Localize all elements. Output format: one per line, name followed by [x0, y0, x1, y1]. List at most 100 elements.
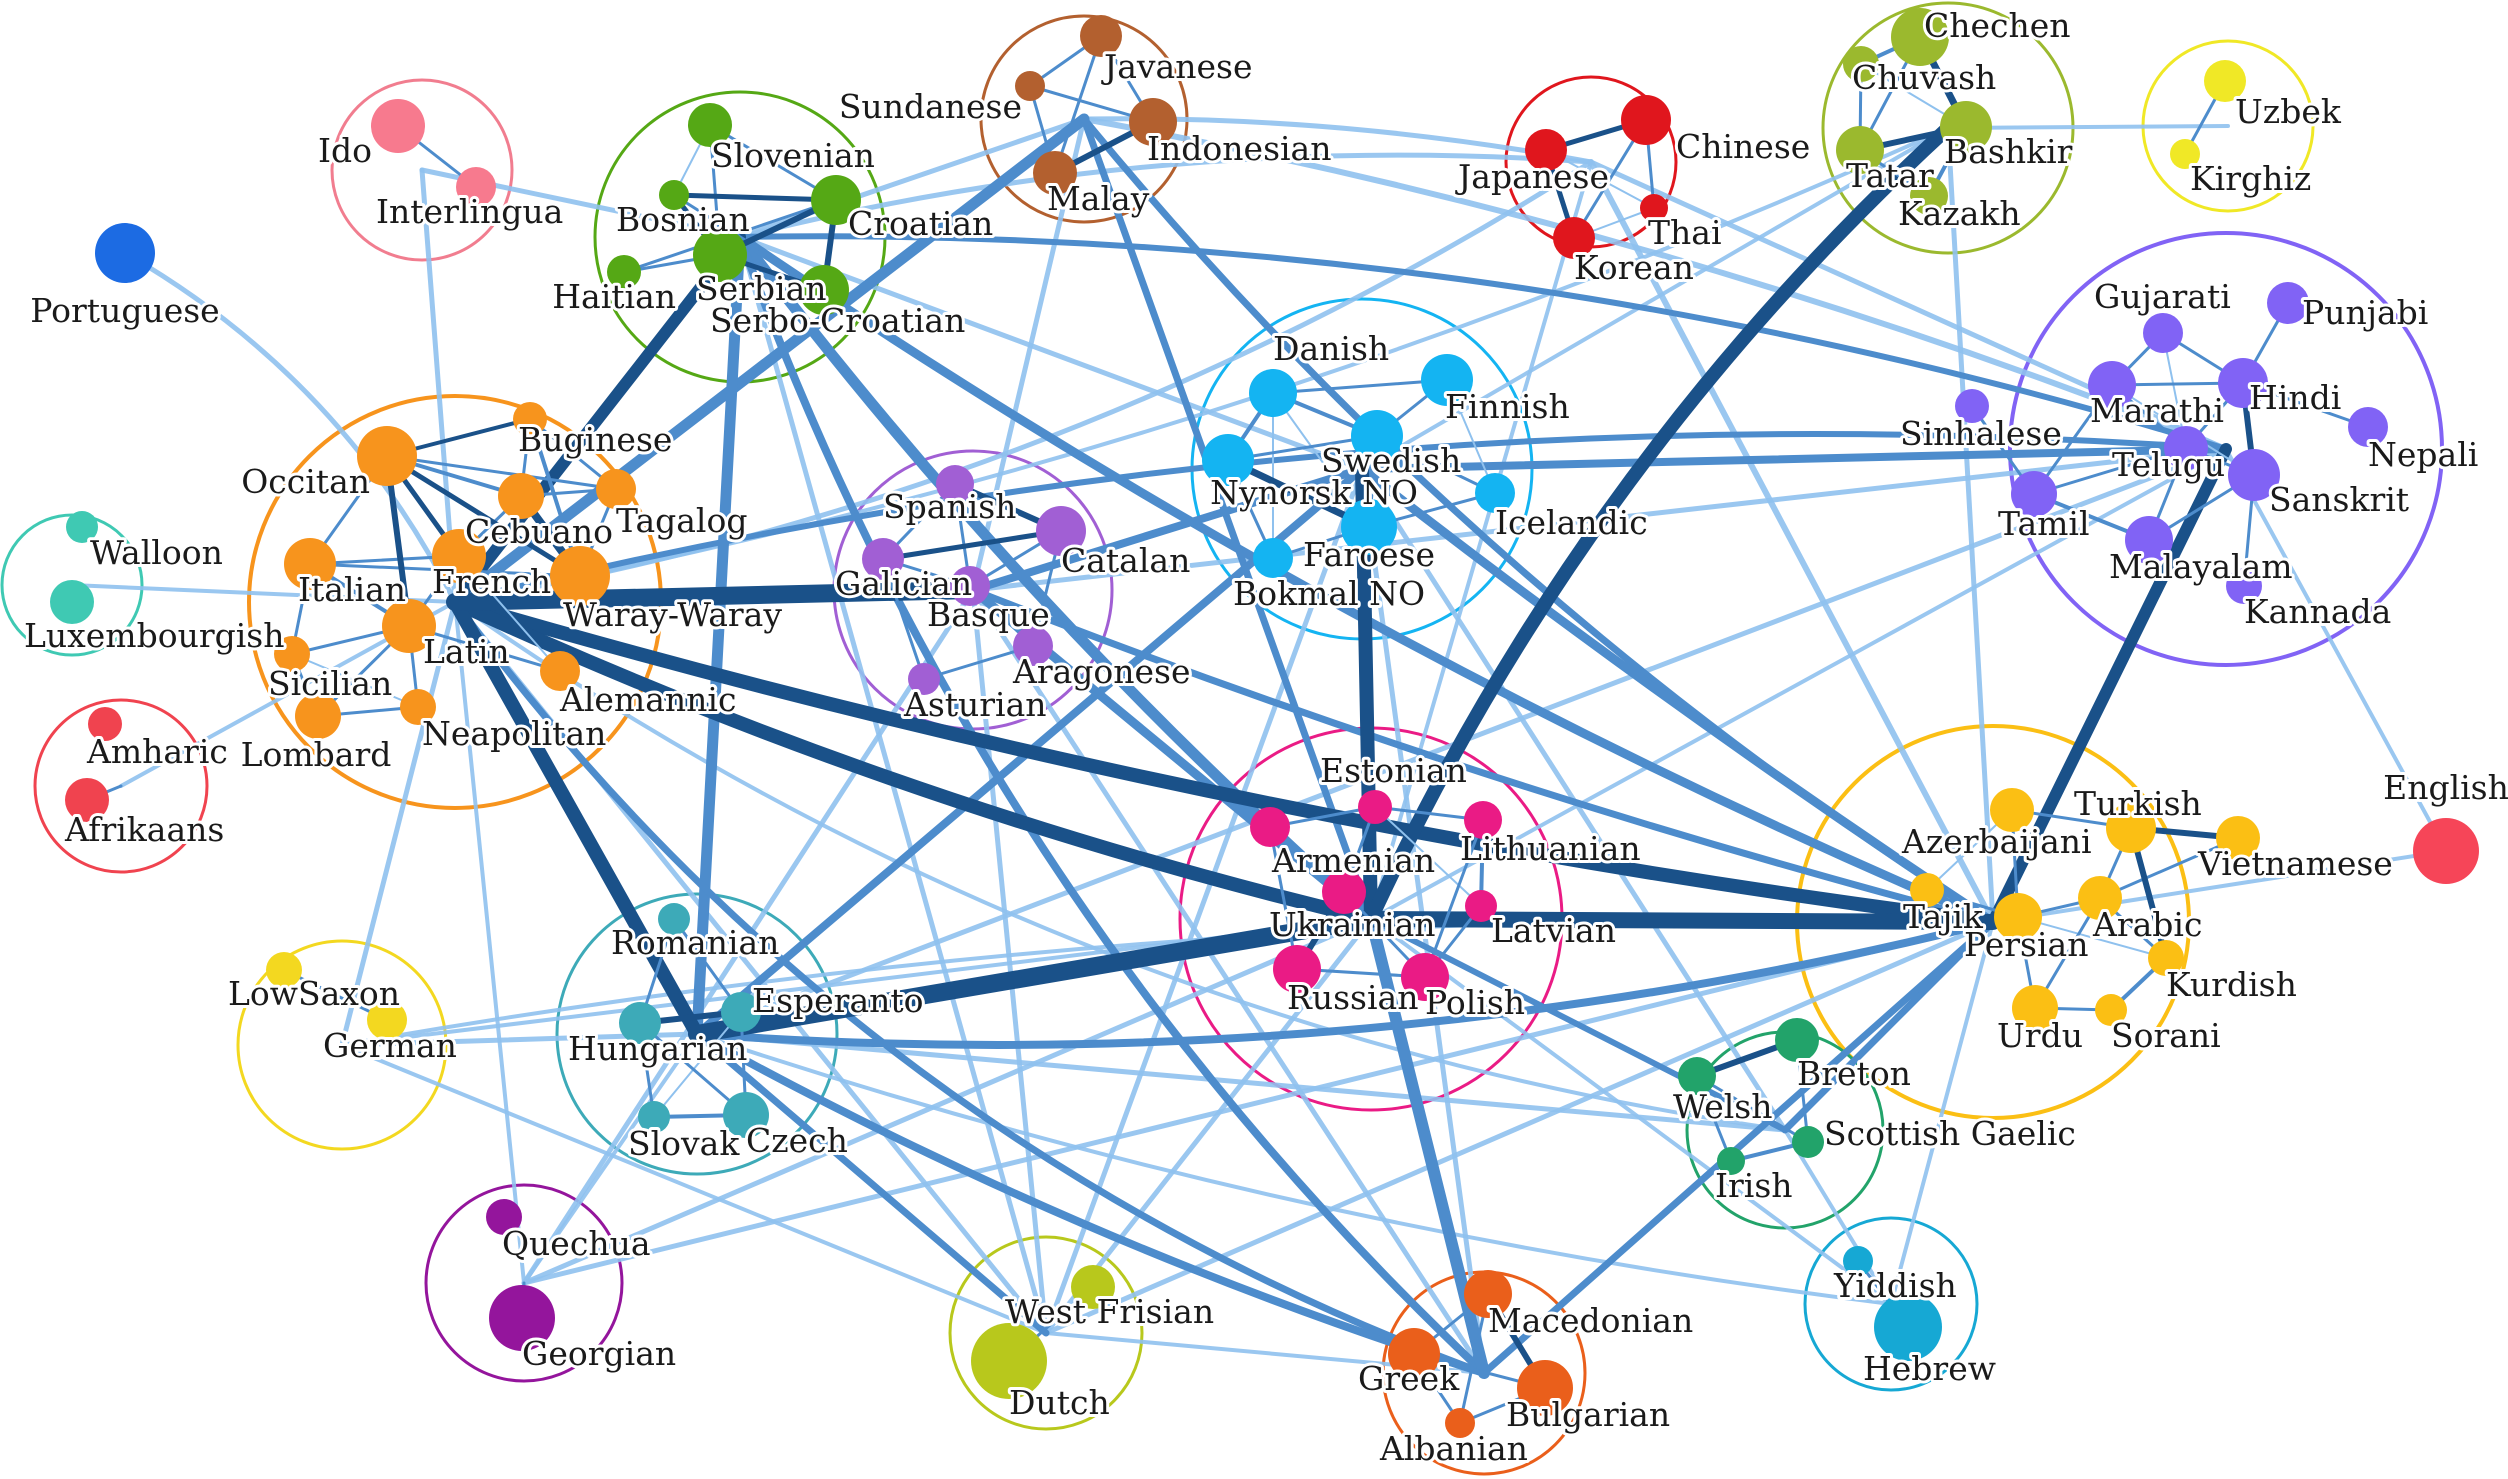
- edge-baltoslavic-celtic: [1368, 916, 1788, 1133]
- label-kazakh: Kazakh: [1898, 194, 2021, 233]
- label-icelandic: Icelandic: [1495, 503, 1648, 542]
- label-sundanese: Sundanese: [839, 87, 1022, 126]
- edge-southslavic-indic: [737, 233, 2229, 452]
- edge-central_eu-quechua: [522, 1032, 699, 1285]
- node-urdu: [2012, 985, 2058, 1031]
- node-walloon: [66, 511, 98, 543]
- node-punjabi: [2267, 282, 2309, 324]
- node-breton: [1775, 1018, 1819, 1062]
- label-indonesian: Indonesian: [1147, 129, 1331, 168]
- node-scottish: [1792, 1126, 1824, 1158]
- node-amharic: [88, 707, 122, 741]
- label-buginese: Buginese: [518, 420, 672, 459]
- node-uzbek: [2204, 60, 2246, 102]
- label-amharic: Amharic: [86, 732, 228, 771]
- node-russian: [1273, 945, 1321, 993]
- node-buginese: [513, 402, 547, 436]
- label-sorani: Sorani: [2111, 1016, 2221, 1055]
- edge-central_eu-baltoslavic: [688, 910, 1380, 1043]
- edge-romance-westasian: [448, 595, 2000, 929]
- label-haitian: Haitian: [552, 277, 676, 316]
- node-malayalam: [2125, 516, 2173, 564]
- edge-romance-baltoslavic: [448, 595, 1378, 926]
- label-serbian: Serbian: [696, 269, 827, 308]
- label-lowsaxon: LowSaxon: [228, 974, 400, 1013]
- node-indonesian: [1129, 98, 1177, 146]
- label-alemannic: Alemannic: [559, 680, 736, 719]
- label-georgian: Georgian: [522, 1334, 676, 1373]
- edge-westasian-english: [1991, 849, 2448, 924]
- node-ukrainian: [1322, 870, 1366, 914]
- label-walloon: Walloon: [90, 533, 223, 572]
- node-irish: [1717, 1147, 1745, 1175]
- label-azerbaijani: Azerbaijani: [1901, 822, 2092, 861]
- node-sorani: [2095, 994, 2127, 1026]
- label-javanese: Javanese: [1101, 47, 1252, 86]
- label-uzbek: Uzbek: [2235, 92, 2342, 131]
- node-armenian: [1250, 807, 1290, 847]
- label-galician: Galician: [835, 564, 972, 603]
- node-kazakh: [1910, 177, 1948, 215]
- edge-iberian-quechua: [521, 587, 976, 1286]
- label-marathi: Marathi: [2090, 391, 2224, 430]
- label-occitan: Occitan: [241, 462, 370, 501]
- edge-indic-westasian: [1987, 443, 2232, 928]
- node-persian: [1994, 893, 2042, 941]
- node-portuguese: [95, 223, 155, 283]
- node-tagalog: [596, 469, 636, 509]
- label-tagalog: Tagalog: [616, 501, 747, 540]
- node-haitian: [607, 255, 641, 289]
- node-german: [367, 1000, 407, 1040]
- node-lombard: [295, 693, 341, 739]
- node-javanese: [1080, 15, 1122, 57]
- label-russian: Russian: [1287, 978, 1418, 1017]
- label-turkish: Turkish: [2074, 784, 2202, 823]
- label-sanskrit: Sanskrit: [2269, 480, 2409, 519]
- edge-baltoslavic-quechua: [521, 916, 1374, 1286]
- node-tajik: [1910, 873, 1944, 907]
- language-labels: PortugueseEnglishIdoInterlinguaWalloonLu…: [21, 3, 2508, 1471]
- node-nepali: [2348, 407, 2388, 447]
- label-estonian: Estonian: [1320, 751, 1467, 790]
- edge-southslavic-eastasian: [737, 152, 1594, 240]
- label-basque: Basque: [927, 595, 1050, 634]
- node-slovenian: [688, 103, 732, 147]
- edge-eastasian-indic: [1588, 159, 2229, 452]
- edge-westasian-balkan: [1480, 918, 1997, 1377]
- label-romanian: Romanian: [611, 923, 779, 962]
- node-telugu: [2164, 426, 2208, 470]
- edge-romance-iberian: [446, 581, 982, 611]
- node-arabic: [2078, 876, 2122, 920]
- node-sanskrit: [2228, 449, 2280, 501]
- node-estonian: [1358, 790, 1392, 824]
- label-catalan: Catalan: [1061, 541, 1190, 580]
- node-macedonian: [1464, 1270, 1512, 1318]
- node-slovak: [638, 1101, 670, 1133]
- label-armenian: Armenian: [1271, 841, 1435, 880]
- label-croatian: Croatian: [848, 204, 993, 243]
- edge-romance-balkan: [451, 598, 1488, 1377]
- label-faroese: Faroese: [1303, 535, 1435, 574]
- label-aragonese: Aragonese: [1012, 652, 1191, 691]
- label-scottish: Scottish Gaelic: [1824, 1114, 2076, 1153]
- node-polish: [1401, 953, 1449, 1001]
- label-westfrisian: West Frisian: [1005, 1292, 1214, 1331]
- edge-austronesian-indic: [1081, 116, 2229, 452]
- label-german: German: [323, 1026, 457, 1065]
- edge-turkic-romance: [453, 126, 1950, 604]
- node-bulgarian: [1517, 1360, 1573, 1416]
- edge-romance-celtic: [453, 600, 1787, 1132]
- edge-iberian-nordic: [969, 465, 1366, 594]
- label-kirghiz: Kirghiz: [2190, 159, 2311, 198]
- edge-indic-english: [2224, 447, 2448, 853]
- node-sundanese: [1015, 71, 1045, 101]
- label-gujarati: Gujarati: [2094, 277, 2231, 316]
- node-latvian: [1465, 890, 1497, 922]
- node-cebuano: [498, 473, 544, 519]
- label-bulgarian: Bulgarian: [1506, 1395, 1670, 1434]
- label-cebuano: Cebuano: [465, 512, 613, 551]
- label-portuguese: Portuguese: [30, 291, 219, 330]
- edge-baltoslavic-turkic: [1364, 121, 1955, 926]
- label-dutch: Dutch: [1009, 1383, 1110, 1422]
- label-slovak: Slovak: [628, 1124, 740, 1163]
